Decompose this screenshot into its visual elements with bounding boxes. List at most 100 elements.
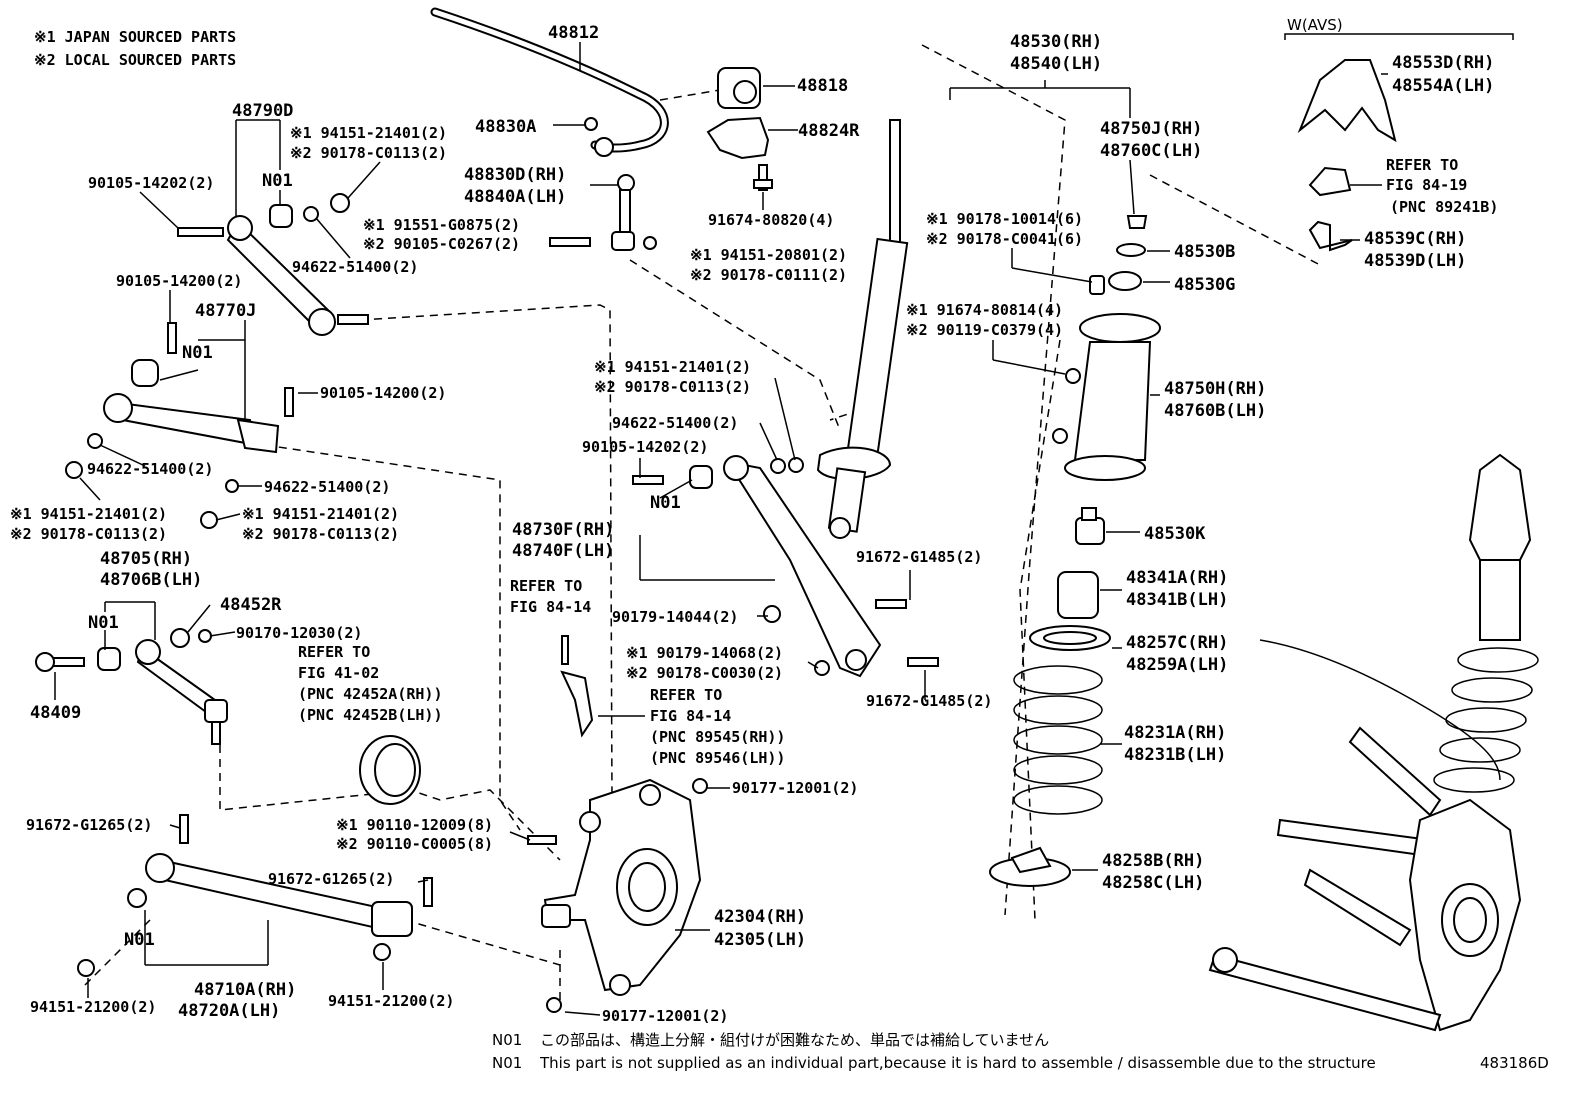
footnote-n01-japanese: この部品は、構造上分解・組付けが困難なため、単品では補給していません — [540, 1031, 1049, 1049]
label-90178-c0113-d: ※2 90178-C0113(2) — [594, 378, 751, 396]
label-48750j-rh: 48750J(RH) — [1100, 119, 1202, 139]
bushing-bracket — [706, 116, 770, 160]
label-94622-51400-a: 94622-51400(2) — [292, 258, 418, 276]
label-n01-e: N01 — [650, 493, 681, 513]
label-48341b-lh: 48341B(LH) — [1126, 590, 1228, 610]
label-90179-14044: 90179-14044(2) — [612, 608, 738, 626]
label-48257c-rh: 48257C(RH) — [1126, 633, 1228, 653]
label-91551-g0875: ※1 91551-G0875(2) — [363, 216, 520, 234]
label-91672-g1265-b: 91672-G1265(2) — [268, 870, 394, 888]
label-48452r: 48452R — [220, 595, 282, 615]
upper-spring-insulator — [1029, 625, 1111, 651]
label-90177-12001-a: 90177-12001(2) — [732, 779, 858, 797]
label-48553d-rh: 48553D(RH) — [1392, 53, 1494, 73]
label-90177-12001-b: 90177-12001(2) — [602, 1007, 728, 1025]
abs-speed-sensor — [560, 635, 594, 738]
stabilizer-bushing — [717, 67, 761, 109]
label-48530k: 48530K — [1144, 524, 1206, 544]
label-w-avs: W(AVS) — [1287, 16, 1343, 34]
refer-to-41-02-line3: (PNC 42452A(RH)) — [298, 685, 443, 703]
label-94151-21401-b: ※1 94151-21401(2) — [10, 505, 167, 523]
label-48259a-lh: 48259A(LH) — [1126, 655, 1228, 675]
label-48830d-rh: 48830D(RH) — [464, 165, 566, 185]
upper-control-arm-48790d — [177, 193, 369, 336]
label-42304-rh: 42304(RH) — [714, 907, 806, 927]
label-48409: 48409 — [30, 703, 81, 723]
label-90110-c0005: ※2 90110-C0005(8) — [336, 835, 493, 853]
label-90105-14202-b: 90105-14202(2) — [582, 438, 708, 456]
label-48730f-rh: 48730F(RH) — [512, 520, 614, 540]
label-48258c-lh: 48258C(LH) — [1102, 873, 1204, 893]
label-90178-c0111: ※2 90178-C0111(2) — [690, 266, 847, 284]
footnote-n01-tag-jp: N01 — [492, 1031, 522, 1049]
label-48554a-lh: 48554A(LH) — [1392, 76, 1494, 96]
refer-to-84-19-line1: REFER TO — [1386, 156, 1458, 174]
label-90178-10014: ※1 90178-10014(6) — [926, 210, 1083, 228]
avs-cover — [1284, 33, 1514, 143]
assembled-suspension-view — [1208, 453, 1539, 1032]
label-42305-lh: 42305(LH) — [714, 930, 806, 950]
footnote-n01-english: This part is not supplied as an individu… — [539, 1054, 1376, 1072]
label-90105-14200-a: 90105-14200(2) — [116, 272, 242, 290]
label-94622-51400-b: 94622-51400(2) — [87, 460, 213, 478]
shock-absorber — [816, 119, 909, 539]
refer-to-84-19-line3: (PNC 89241B) — [1390, 198, 1498, 216]
assembly-dashed-lines — [84, 44, 1321, 1000]
legend-japan-sourced: ※1 JAPAN SOURCED PARTS — [34, 28, 236, 46]
refer-to-84-14-a-line1: REFER TO — [510, 577, 582, 595]
label-94622-51400-d: 94622-51400(2) — [612, 414, 738, 432]
refer-to-41-02-line4: (PNC 42452B(LH)) — [298, 706, 443, 724]
label-48706b-lh: 48706B(LH) — [100, 570, 202, 590]
spring-bumper-48341a — [1057, 571, 1099, 619]
upper-support-48750h — [1052, 313, 1161, 481]
label-48840a-lh: 48840A(LH) — [464, 187, 566, 207]
label-91674-80820: 91674-80820(4) — [708, 211, 834, 229]
bump-stopper-48530k — [1075, 507, 1105, 545]
footnotes: N01 この部品は、構造上分解・組付けが困難なため、単品では補給していません N… — [492, 1031, 1549, 1072]
refer-to-84-14-b-line3: (PNC 89545(RH)) — [650, 728, 785, 746]
lower-control-arm-48710a — [77, 814, 433, 977]
label-48539d-lh: 48539D(LH) — [1364, 251, 1466, 271]
refer-to-41-02-line2: FIG 41-02 — [298, 664, 379, 682]
label-48705-rh: 48705(RH) — [100, 549, 192, 569]
stabilizer-link — [549, 174, 657, 251]
label-n01-b: N01 — [182, 343, 213, 363]
label-48539c-rh: 48539C(RH) — [1364, 229, 1466, 249]
label-48818: 48818 — [797, 76, 848, 96]
label-48530g: 48530G — [1174, 275, 1235, 295]
label-48540-lh: 48540(LH) — [1010, 54, 1102, 74]
coil-spring — [1013, 665, 1103, 815]
part-number-labels: 48812 48818 48830A 48824R 48830D(RH) 488… — [10, 16, 1498, 1025]
label-48830a: 48830A — [475, 117, 536, 137]
label-94151-21401-c: ※1 94151-21401(2) — [242, 505, 399, 523]
leader-lines — [54, 42, 1388, 1016]
label-90170-12030: 90170-12030(2) — [236, 624, 362, 642]
refer-to-41-02-line1: REFER TO — [298, 643, 370, 661]
label-90178-c0113-c: ※2 90178-C0113(2) — [242, 525, 399, 543]
avs-actuator-bracket — [1308, 166, 1353, 252]
label-48341a-rh: 48341A(RH) — [1126, 568, 1228, 588]
label-48231a-rh: 48231A(RH) — [1124, 723, 1226, 743]
control-arm-48770j — [65, 322, 294, 529]
footnote-n01-tag-en: N01 — [492, 1054, 522, 1072]
label-90178-c0113-a: ※2 90178-C0113(2) — [290, 144, 447, 162]
refer-to-84-14-b-line1: REFER TO — [650, 686, 722, 704]
label-48770j: 48770J — [195, 301, 256, 321]
label-48812: 48812 — [548, 23, 599, 43]
label-90105-14202-a: 90105-14202(2) — [88, 174, 214, 192]
refer-to-84-14-b-line2: FIG 84-14 — [650, 707, 731, 725]
label-48231b-lh: 48231B(LH) — [1124, 745, 1226, 765]
label-90178-c0041: ※2 90178-C0041(6) — [926, 230, 1083, 248]
rear-axle-carrier-knuckle — [527, 778, 708, 1013]
label-n01-a: N01 — [262, 171, 293, 191]
label-48258b-rh: 48258B(RH) — [1102, 851, 1204, 871]
lower-spring-insulator — [989, 846, 1071, 887]
control-arm-48730f — [632, 455, 939, 678]
label-91672-g1265-a: 91672-G1265(2) — [26, 816, 152, 834]
label-94151-21200-a: 94151-21200(2) — [30, 998, 156, 1016]
bracket-bolt — [753, 164, 773, 191]
label-94151-20801: ※1 94151-20801(2) — [690, 246, 847, 264]
label-94151-21200-b: 94151-21200(2) — [328, 992, 454, 1010]
refer-to-84-14-a-line2: FIG 84-14 — [510, 598, 591, 616]
label-94151-21401-a: ※1 94151-21401(2) — [290, 124, 447, 142]
